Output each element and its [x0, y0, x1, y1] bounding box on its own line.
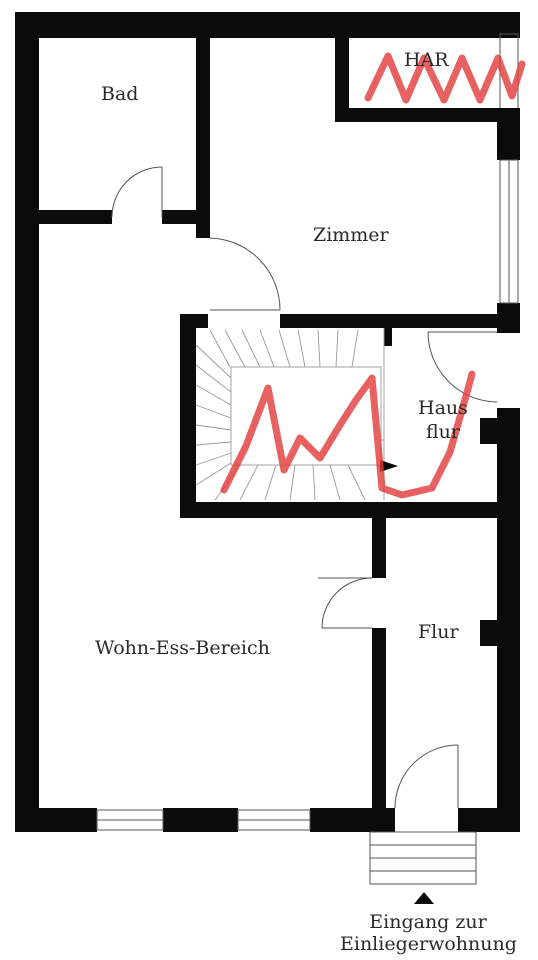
room-label-bad: Bad: [101, 83, 139, 105]
wall-bottom-1: [15, 808, 97, 832]
entrance-step: [369, 831, 477, 885]
scribble-har: [364, 52, 526, 104]
outer-walls: [15, 12, 520, 832]
door-hausflur: [427, 331, 498, 403]
door-entrance: [394, 744, 459, 809]
interior-walls: [38, 38, 520, 808]
wall-bad-zimmer: [196, 38, 210, 238]
wall-har-bottom: [335, 108, 520, 122]
redaction-scribbles: [220, 52, 526, 499]
wall-flur-left-upper: [372, 518, 386, 578]
wall-stair-bottom: [180, 502, 520, 518]
wall-har-left: [335, 38, 349, 120]
room-label-hausflur-2: flur: [426, 421, 460, 443]
entrance-label-line1: Eingang zur: [369, 911, 487, 933]
scribble-stair: [220, 370, 476, 499]
wall-bottom-2: [163, 808, 238, 832]
room-label-wohn-ess-bereich: Wohn-Ess-Bereich: [95, 637, 270, 659]
wall-zimmer-bottom-right: [280, 314, 520, 328]
wall-right-top-stub: [497, 12, 520, 32]
door-bad: [111, 166, 163, 218]
wall-right-lower: [497, 408, 520, 832]
wall-stair-divider: [384, 328, 392, 346]
wall-bad-bottom-left: [38, 210, 112, 224]
wall-right-upper: [497, 112, 520, 160]
room-label-hausflur-1: Haus: [418, 397, 468, 419]
wall-bottom-3: [310, 808, 395, 832]
wall-stair-top-left: [180, 314, 208, 328]
entrance-label-line2: Einliegerwohnung: [340, 932, 517, 955]
wall-bottom-4: [458, 808, 520, 832]
stair-direction-arrow-icon: [380, 460, 398, 472]
wall-flur-left-lower: [372, 628, 386, 808]
wall-left: [15, 12, 39, 832]
door-flur: [318, 577, 373, 629]
entrance-arrow-icon: [414, 892, 434, 904]
wall-hausflur-pilaster: [480, 418, 500, 444]
room-label-har: HAR: [404, 49, 449, 71]
door-zimmer: [209, 237, 281, 311]
wall-stair-left: [180, 314, 196, 516]
wall-top: [15, 12, 520, 38]
wall-flur-pilaster: [480, 620, 500, 646]
entrance-label: Eingang zur Einliegerwohnung: [340, 911, 517, 956]
wall-bad-bottom-right: [162, 210, 210, 224]
doors: [111, 166, 498, 809]
room-label-flur: Flur: [418, 621, 459, 643]
staircase: [195, 328, 398, 501]
room-label-zimmer: Zimmer: [313, 224, 389, 246]
